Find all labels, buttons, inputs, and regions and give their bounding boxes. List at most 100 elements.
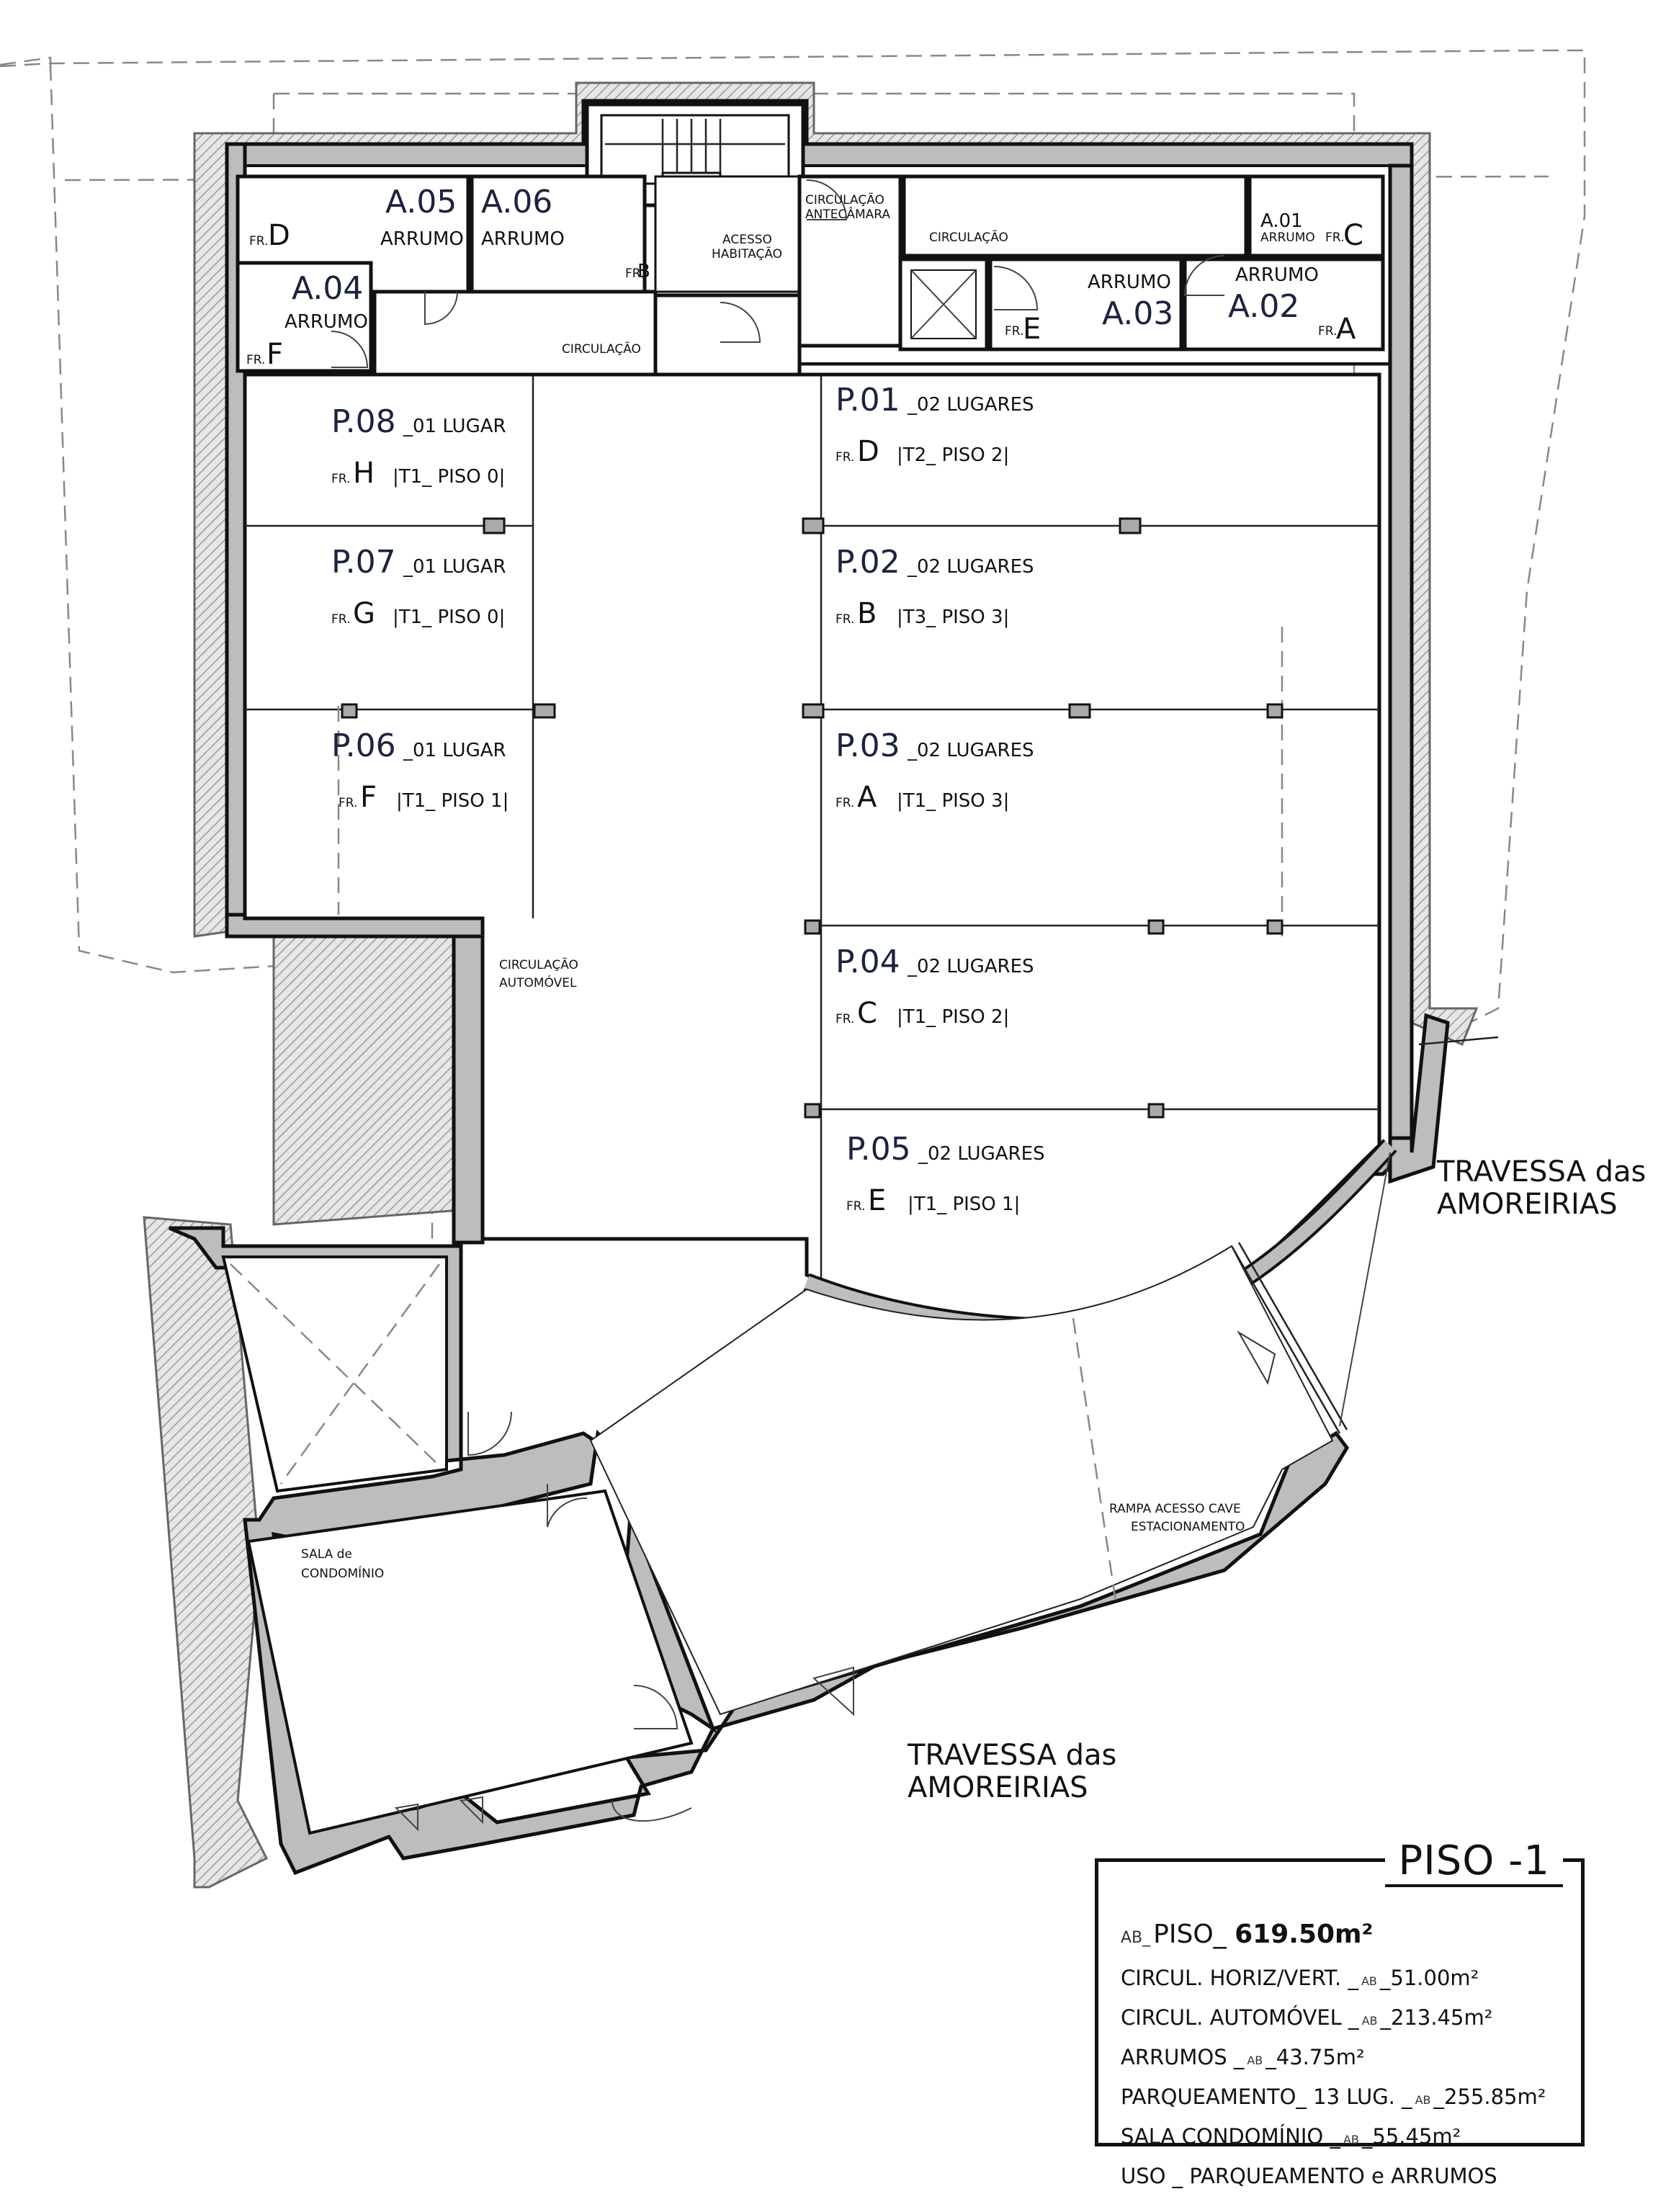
street-labels: TRAVESSA das AMOREIRIAS TRAVESSA das AMO… — [907, 1155, 1646, 1804]
parking-p06: P.06 _01 LUGAR FR. F |T1_ PISO 1| — [331, 727, 509, 814]
acesso-label: ACESSO — [722, 233, 772, 247]
parking-p02: P.02 _02 LUGARES FR. B |T3_ PISO 3| — [836, 544, 1034, 630]
row-value: _51.00m² — [1379, 1966, 1479, 1990]
parking-letter: B — [857, 597, 877, 630]
street-name: AMOREIRIAS — [1437, 1188, 1618, 1221]
parking-fr: FR. — [836, 1012, 854, 1026]
storage-name: ARRUMO — [481, 228, 565, 250]
circulacao-label: CIRCULAÇÃO — [562, 341, 641, 357]
parking-letter: F — [360, 781, 377, 814]
summary-rows: AB_PISO_ 619.50m² CIRCUL. HORIZ/VERT. _A… — [1121, 1913, 1577, 2194]
parking-id: P.04 — [836, 944, 900, 980]
parking-places: _02 LUGARES — [918, 1143, 1045, 1165]
summary-total: AB_PISO_ 619.50m² — [1121, 1913, 1577, 1960]
parking-fr: FR. — [836, 612, 854, 627]
parking-id: P.03 — [836, 727, 900, 764]
row-value: _255.85m² — [1433, 2085, 1546, 2109]
parking-p08: P.08 _01 LUGAR FR. H |T1_ PISO 0| — [331, 403, 506, 490]
piso-label: PISO_ — [1153, 1920, 1227, 1949]
summary-row: PARQUEAMENTO_ 13 LUG. _AB_255.85m² — [1121, 2079, 1577, 2118]
summary-row: CIRCUL. HORIZ/VERT. _AB_51.00m² — [1121, 1960, 1577, 2000]
parking-p04: P.04 _02 LUGARES FR. C |T1_ PISO 2| — [836, 944, 1034, 1030]
parking-places: _01 LUGAR — [403, 416, 506, 437]
storage-rows — [236, 174, 1385, 377]
parking-fr: FR. — [331, 612, 350, 627]
circ-auto-label: CIRCULAÇÃO — [499, 957, 578, 972]
parking-fr: FR. — [836, 450, 854, 465]
parking-type: |T1_ PISO 1| — [396, 790, 509, 812]
parking-letter: C — [857, 997, 877, 1030]
storage-letter: A — [1336, 313, 1356, 346]
storage-id: A.05 — [385, 184, 457, 220]
storage-letter: C — [1343, 219, 1363, 252]
parking-places: _02 LUGARES — [907, 740, 1034, 761]
circulacao-label: CIRCULAÇÃO — [929, 229, 1008, 245]
row-label: ARRUMOS _ — [1121, 2045, 1245, 2069]
row-sub: AB — [1247, 2054, 1263, 2067]
parking-p05: P.05 _02 LUGARES FR. E |T1_ PISO 1| — [846, 1131, 1045, 1217]
row-sub: AB — [1343, 2133, 1359, 2146]
parking-places: _01 LUGAR — [403, 740, 506, 761]
storage-name: ARRUMO — [1235, 264, 1319, 286]
parking-places: _02 LUGARES — [907, 956, 1034, 977]
storage-name: ARRUMO — [380, 228, 464, 250]
parking-labels: P.08 _01 LUGAR FR. H |T1_ PISO 0| P.07 _… — [331, 382, 1045, 1217]
sala-label: CONDOMÍNIO — [301, 1565, 384, 1581]
row-sub: AB — [1415, 2093, 1431, 2107]
row-value: _55.45m² — [1361, 2124, 1461, 2149]
parking-fr: FR. — [331, 472, 350, 486]
storage-id: A.01 — [1260, 210, 1303, 232]
parking-type: |T3_ PISO 3| — [897, 606, 1009, 628]
street-name: TRAVESSA das — [907, 1739, 1116, 1772]
floor-title: PISO -1 — [1385, 1838, 1563, 1887]
row-label: CIRCUL. AUTOMÓVEL _ — [1121, 2005, 1359, 2030]
parking-places: _02 LUGARES — [907, 394, 1034, 416]
row-label: CIRCUL. HORIZ/VERT. _ — [1121, 1966, 1358, 1990]
parking-type: |T1_ PISO 2| — [897, 1006, 1009, 1028]
area-summary: PISO -1 AB_PISO_ 619.50m² CIRCUL. HORIZ/… — [1095, 1838, 1592, 2188]
storage-letter: E — [1023, 313, 1041, 346]
parking-id: P.08 — [331, 403, 396, 440]
parking-id: P.02 — [836, 544, 900, 581]
parking-letter: H — [353, 457, 375, 490]
summary-uso: USO _ PARQUEAMENTO e ARRUMOS — [1121, 2164, 1497, 2188]
parking-type: |T1_ PISO 1| — [908, 1194, 1020, 1215]
parking-type: |T2_ PISO 2| — [897, 444, 1009, 466]
parking-letter: E — [868, 1184, 886, 1217]
parking-type: |T1_ PISO 0| — [393, 606, 505, 628]
antecamara-label: ANTECÂMARA — [805, 206, 890, 222]
rampa-label: ESTACIONAMENTO — [1131, 1520, 1245, 1534]
parking-p01: P.01 _02 LUGARES FR. D |T2_ PISO 2| — [836, 382, 1034, 468]
summary-row: CIRCUL. AUTOMÓVEL _AB_213.45m² — [1121, 2000, 1577, 2039]
row-label: SALA CONDOMÍNIO _ — [1121, 2124, 1340, 2149]
parking-id: P.01 — [836, 382, 900, 418]
storage-name: ARRUMO — [1088, 272, 1171, 293]
summary-row: SALA CONDOMÍNIO _AB_55.45m² — [1121, 2118, 1577, 2158]
storage-letter: B — [637, 261, 650, 282]
storage-labels: A.05 ARRUMO FR. D A.06 ARRUMO FR. B A.04… — [246, 184, 1363, 371]
row-label: PARQUEAMENTO_ 13 LUG. _ — [1121, 2085, 1412, 2109]
parking-places: _01 LUGAR — [403, 556, 506, 578]
storage-fr: FR. — [1005, 324, 1023, 339]
storage-fr: FR. — [249, 234, 268, 248]
circ-auto-label: AUTOMÓVEL — [499, 975, 577, 990]
parking-letter: D — [857, 435, 879, 468]
parking-id: P.05 — [846, 1131, 911, 1168]
storage-id: A.02 — [1228, 288, 1299, 325]
storage-id: A.06 — [481, 184, 552, 220]
storage-id: A.04 — [292, 270, 363, 307]
storage-fr: FR. — [246, 353, 265, 367]
storage-name: ARRUMO — [285, 311, 368, 333]
area-prefix: AB_ — [1121, 1929, 1151, 1947]
summary-frame — [1095, 1858, 1585, 2146]
antecamara-label: CIRCULAÇÃO — [805, 192, 884, 207]
parking-type: |T1_ PISO 3| — [897, 790, 1009, 812]
parking-id: P.06 — [331, 727, 396, 764]
row-value: _43.75m² — [1265, 2045, 1365, 2069]
row-sub: AB — [1361, 1974, 1377, 1988]
parking-letter: G — [353, 597, 375, 630]
parking-letter: A — [857, 781, 877, 814]
sala-label: SALA de — [301, 1547, 352, 1562]
parking-id: P.07 — [331, 544, 396, 581]
parking-grid — [243, 372, 1397, 1337]
